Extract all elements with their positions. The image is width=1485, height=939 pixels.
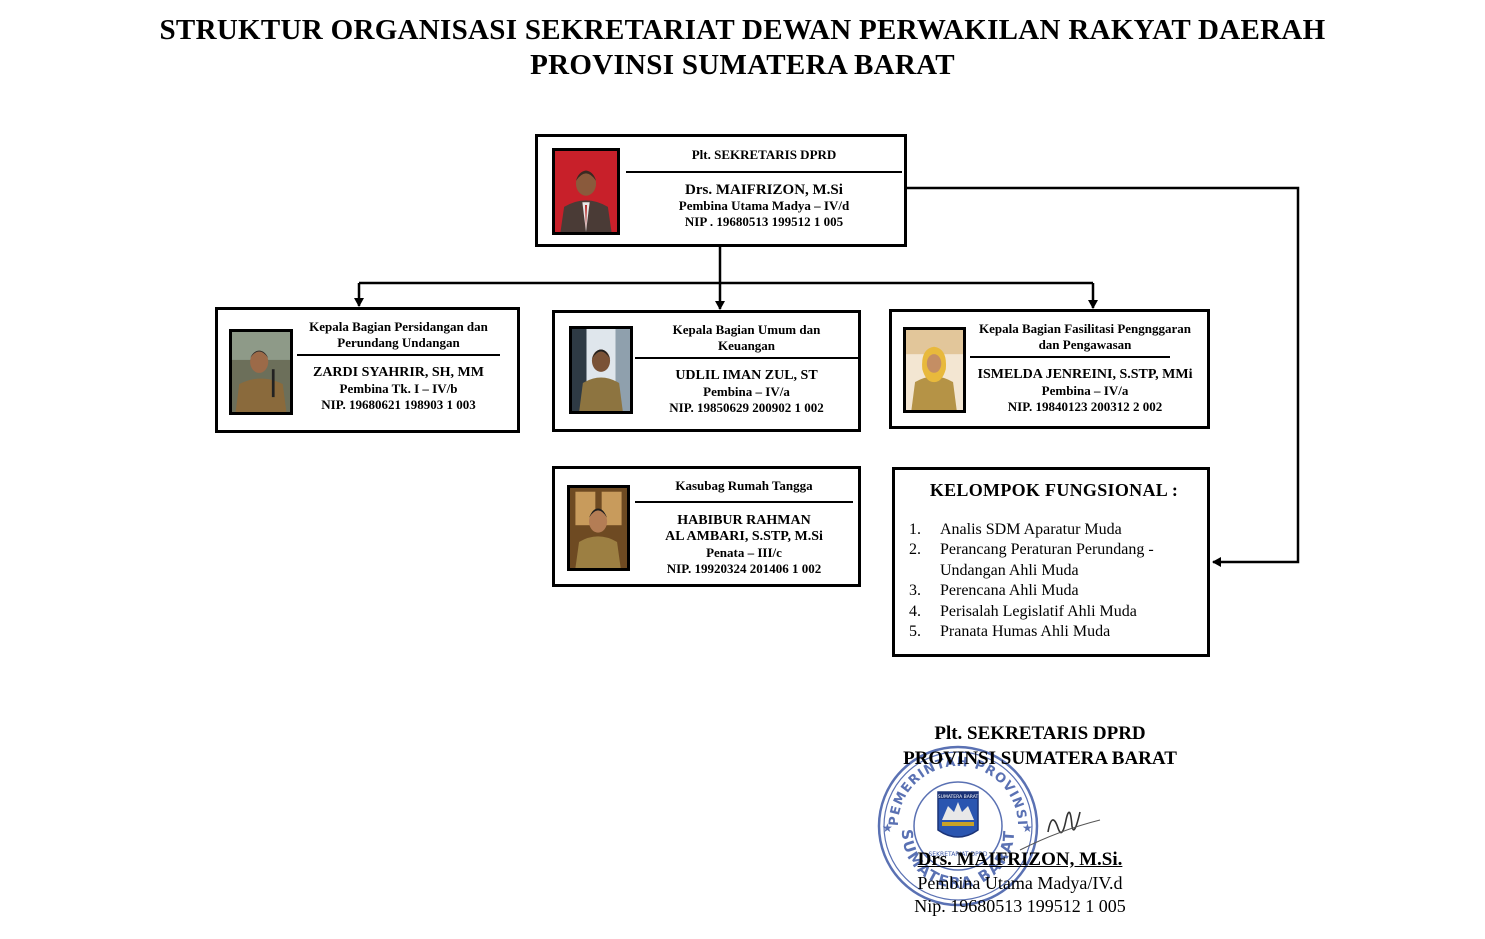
- persidangan-photo: [229, 329, 293, 415]
- list-text: Perancang Peraturan Perundang - Undangan…: [940, 541, 1154, 579]
- list-text: Pranata Humas Ahli Muda: [940, 623, 1111, 640]
- kasubag-box: Kasubag Rumah Tangga HABIBUR RAHMAN AL A…: [552, 466, 861, 587]
- bagian-fasilitasi-box: Kepala Bagian Fasilitasi Pengnggaran dan…: [889, 309, 1210, 429]
- secretary-photo: [552, 148, 620, 235]
- signature-region: PROVINSI SUMATERA BARAT: [903, 748, 1177, 769]
- official-nip: NIP . 19680513 199512 1 005: [684, 214, 844, 229]
- divider: [970, 356, 1170, 358]
- bagian-persidangan-box: Kepala Bagian Persidangan dan Perundang …: [215, 307, 520, 433]
- divider: [635, 357, 858, 359]
- kasubag-photo: [567, 485, 630, 571]
- secretary-box: Plt. SEKRETARIS DPRD Drs. MAIFRIZON, M.S…: [535, 134, 907, 247]
- chart-title-line1: STRUKTUR ORGANISASI SEKRETARIAT DEWAN PE…: [159, 14, 1326, 46]
- list-text: Perisalah Legislatif Ahli Muda: [940, 602, 1137, 620]
- signature-block: Plt. SEKRETARIS DPRD PROVINSI SUMATERA B…: [860, 722, 1220, 918]
- kasubag-info: Kasubag Rumah Tangga HABIBUR RAHMAN AL A…: [635, 478, 853, 577]
- svg-text:★: ★: [1022, 821, 1033, 835]
- official-name: ISMELDA JENREINI, S.STP, MMi: [977, 367, 1193, 382]
- official-nip: NIP. 19920324 201406 1 002: [666, 561, 822, 576]
- umum-photo: [569, 326, 633, 414]
- official-nip: NIP. 19840123 200312 2 002: [1007, 399, 1163, 414]
- kelompok-fungsional-box: KELOMPOK FUNGSIONAL : 1. Analis SDM Apara…: [892, 467, 1210, 657]
- official-rank: Pembina Tk. I – IV/b: [339, 381, 458, 396]
- list-number: 1.: [909, 520, 921, 538]
- chart-title-line2: PROVINSI SUMATERA BARAT: [530, 49, 955, 81]
- fungsional-content: KELOMPOK FUNGSIONAL : 1. Analis SDM Apara…: [909, 480, 1199, 643]
- emblem-label: SUMATERA BARAT: [938, 794, 979, 800]
- fasilitasi-photo: [903, 327, 966, 413]
- official-stamp: PEMERINTAH PROVINSI SUMATERA BARAT ★ ★ S…: [877, 745, 1039, 907]
- position-label: Plt. SEKRETARIS DPRD: [691, 147, 837, 162]
- list-number: 5.: [909, 623, 921, 640]
- official-rank: Pembina Utama Madya – IV/d: [678, 198, 850, 213]
- position-label: Kepala Bagian Persidangan dan Perundang …: [309, 319, 488, 350]
- signature-nip: Nip. 19680513 199512 1 005: [914, 896, 1126, 916]
- stamp-inner-text: SEKRETARIAT DPRD: [929, 851, 988, 858]
- official-name-continued: AL AMBARI, S.STP, M.Si: [665, 529, 823, 544]
- connector-fungsional: [907, 186, 1300, 567]
- list-number: 2.: [909, 541, 921, 558]
- position-label: Kasubag Rumah Tangga: [675, 478, 813, 493]
- secretary-info: Plt. SEKRETARIS DPRD Drs. MAIFRIZON, M.S…: [626, 147, 902, 230]
- list-text: Perencana Ahli Muda: [940, 582, 1079, 599]
- bagian-umum-box: Kepala Bagian Umum dan Keuangan UDLIL IM…: [552, 310, 861, 432]
- official-nip: NIP. 19850629 200902 1 002: [669, 400, 824, 415]
- list-item: 3. Perencana Ahli Muda: [909, 581, 1199, 602]
- list-item: 4. Perisalah Legislatif Ahli Muda: [909, 602, 1199, 623]
- divider: [626, 171, 902, 173]
- list-item: 1. Analis SDM Aparatur Muda: [909, 520, 1199, 541]
- official-rank: Pembina – IV/a: [703, 384, 790, 399]
- official-name: UDLIL IMAN ZUL, ST: [675, 368, 818, 383]
- divider: [635, 501, 853, 503]
- official-name: Drs. MAIFRIZON, M.Si: [685, 182, 843, 198]
- umum-info: Kepala Bagian Umum dan Keuangan UDLIL IM…: [635, 322, 858, 416]
- divider: [297, 354, 500, 356]
- official-rank: Penata – III/c: [706, 545, 782, 560]
- position-label: Kepala Bagian Fasilitasi Pengnggaran dan…: [979, 321, 1191, 352]
- signature-position: Plt. SEKRETARIS DPRD: [934, 723, 1146, 744]
- list-number: 4.: [909, 602, 921, 620]
- province-emblem-icon: SUMATERA BARAT: [937, 791, 979, 838]
- fungsional-list: 1. Analis SDM Aparatur Muda 2. Perancang P…: [909, 520, 1199, 643]
- signature-rank: Pembina Utama Madya/IV.d: [917, 873, 1123, 893]
- list-number: 3.: [909, 582, 921, 599]
- list-item: 5. Pranata Humas Ahli Muda: [909, 622, 1199, 643]
- handwritten-signature: [1019, 811, 1101, 851]
- persidangan-info: Kepala Bagian Persidangan dan Perundang …: [297, 319, 500, 413]
- fasilitasi-info: Kepala Bagian Fasilitasi Pengnggaran dan…: [970, 321, 1200, 415]
- list-item: 2. Perancang Peraturan Perundang - Undang…: [909, 540, 1199, 581]
- official-name: ZARDI SYAHRIR, SH, MM: [312, 365, 484, 380]
- fungsional-heading: KELOMPOK FUNGSIONAL :: [929, 480, 1179, 500]
- official-name: HABIBUR RAHMAN: [677, 513, 811, 528]
- list-text: Analis SDM Aparatur Muda: [940, 520, 1122, 538]
- signature-name: Drs. MAIFRIZON, M.Si.: [917, 849, 1123, 870]
- official-nip: NIP. 19680621 198903 1 003: [321, 397, 476, 412]
- svg-text:★: ★: [882, 821, 893, 835]
- official-rank: Pembina – IV/a: [1041, 383, 1129, 398]
- position-label: Kepala Bagian Umum dan Keuangan: [672, 322, 821, 353]
